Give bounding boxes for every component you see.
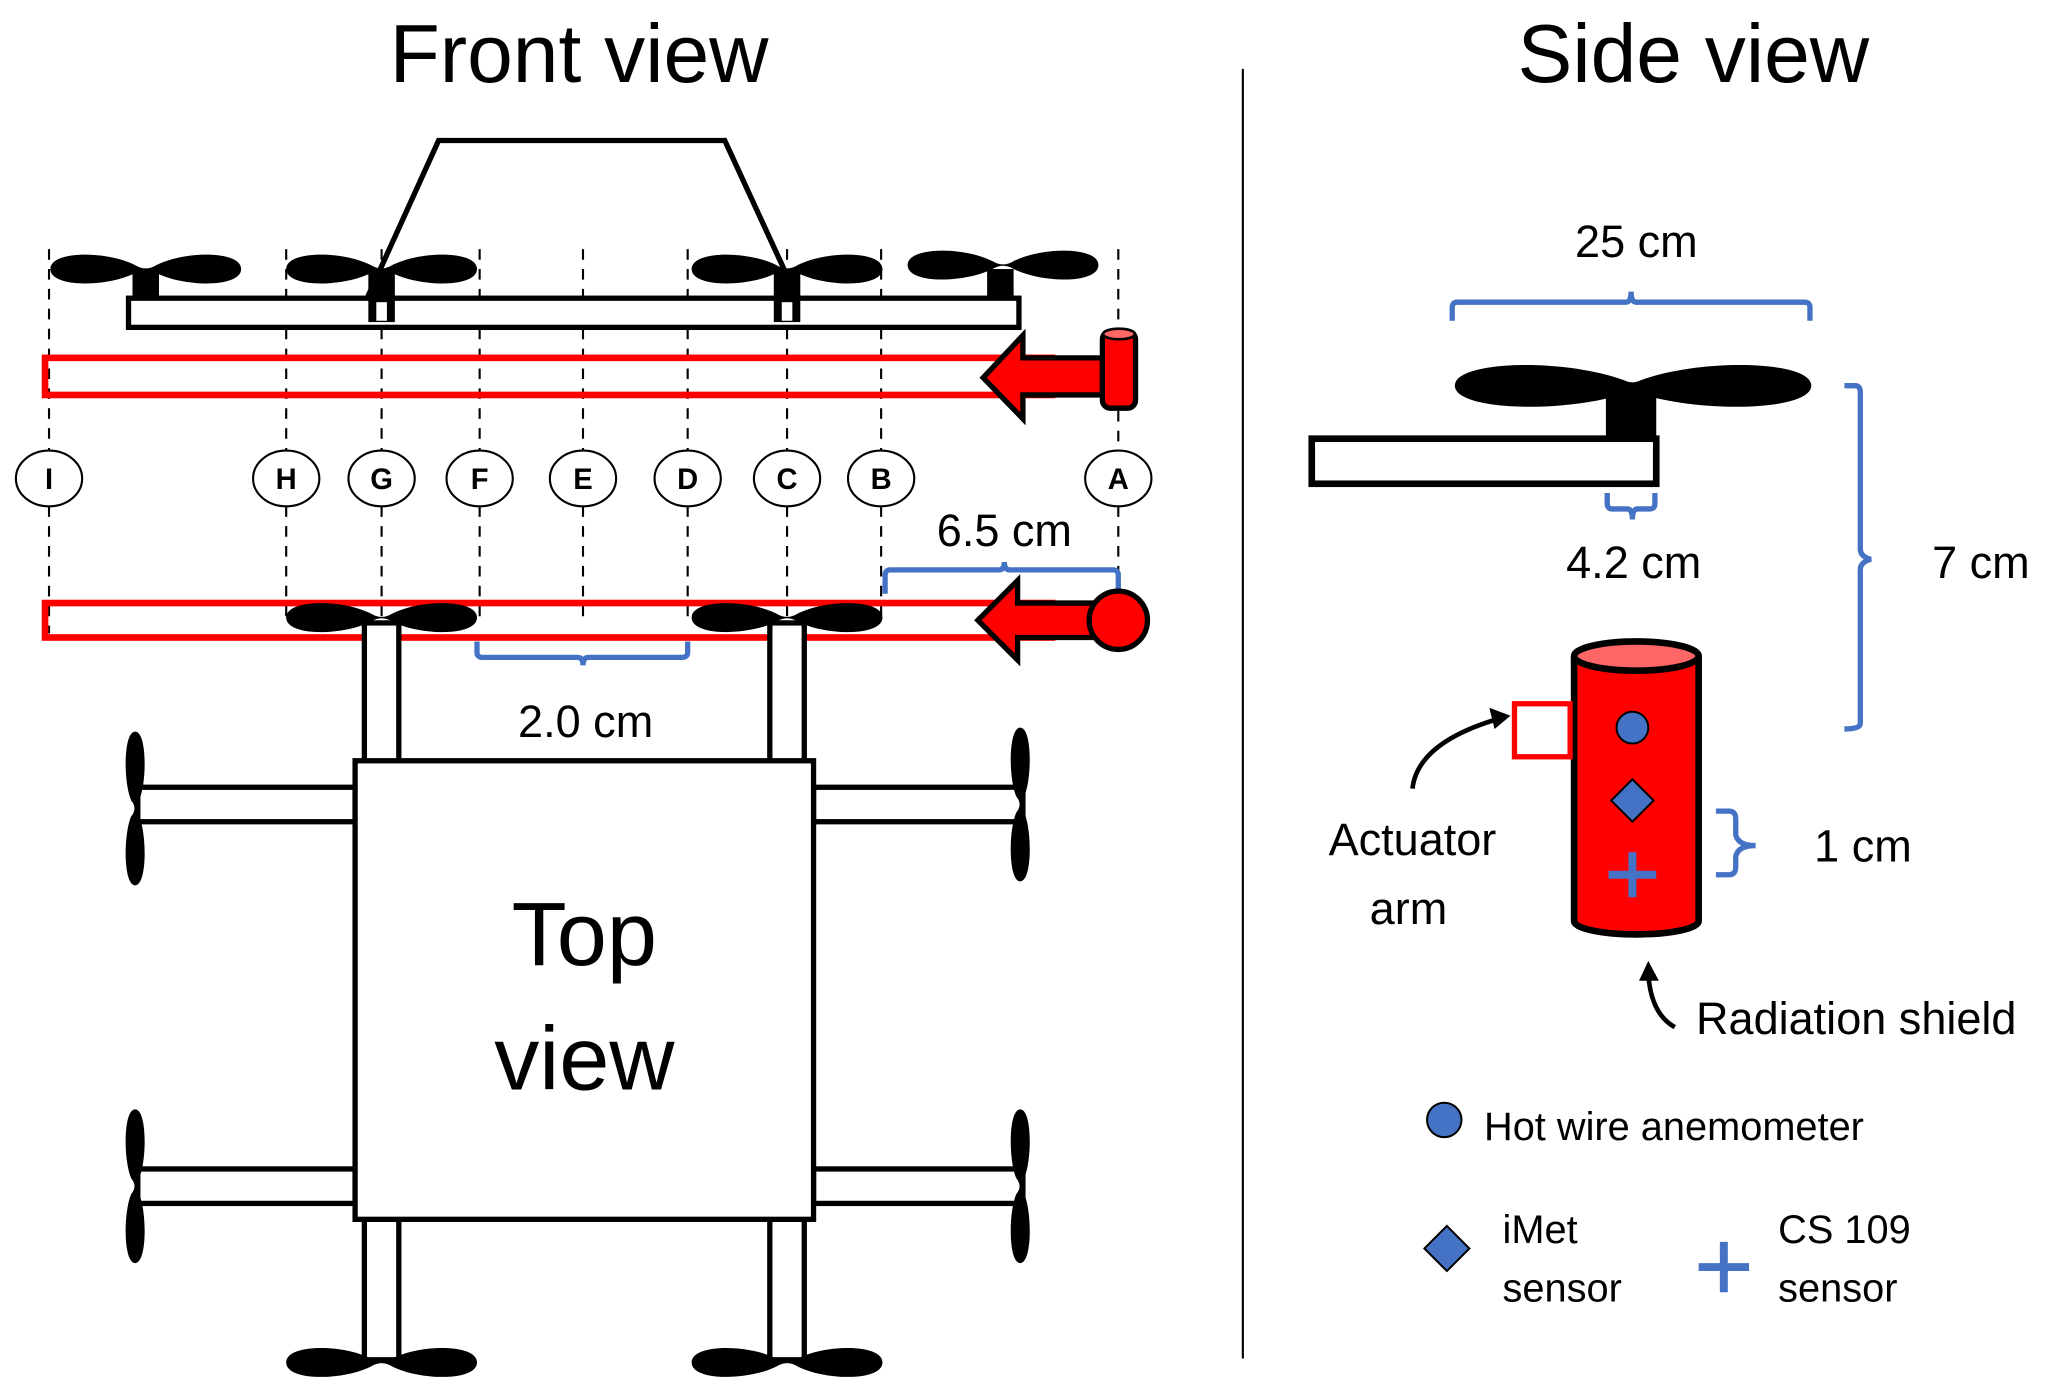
position-marker-i: I [14, 449, 84, 508]
svg-text:F: F [471, 464, 489, 496]
front-view-title: Front view [390, 9, 770, 100]
front-view: I H G F E D C [14, 137, 1153, 747]
svg-text:D: D [677, 464, 698, 496]
drone-body-top [352, 758, 817, 1222]
legend-label: Hot wire anemometer [1484, 1105, 1864, 1149]
legend-item-imet: iMet sensor [1422, 1208, 1622, 1311]
flow-arrow-lower-icon [974, 574, 1103, 667]
plus-icon [1698, 1241, 1749, 1293]
flow-arrow-upper-icon [979, 328, 1106, 426]
sensor-spacing-bracket [1715, 808, 1756, 878]
position-marker-a: A [1084, 449, 1153, 508]
svg-text:H: H [276, 464, 297, 496]
cs109-sensor-icon [1608, 852, 1657, 898]
arm-front-left [361, 620, 402, 767]
shield-pointer-arrow [1645, 973, 1677, 1030]
arm-bracket [1604, 493, 1658, 520]
actuator-arm [1511, 701, 1573, 760]
position-marker-h: H [252, 449, 321, 508]
svg-text:C: C [777, 464, 798, 496]
legend-label-line2: sensor [1503, 1266, 1622, 1310]
svg-text:E: E [573, 464, 592, 496]
span-bracket [1449, 291, 1813, 321]
position-marker-g: G [347, 449, 416, 508]
shield-arrowhead-icon [1639, 960, 1659, 981]
offset-bracket [882, 561, 1121, 594]
motor-3-gap [781, 302, 793, 321]
motor-1 [132, 269, 159, 299]
radiation-shield-lower [1086, 588, 1151, 653]
svg-text:A: A [1108, 464, 1129, 496]
height-dimension-label: 7 cm [1932, 537, 2030, 588]
legend-label-line2: sensor [1778, 1266, 1897, 1310]
arm-rear-right [767, 1216, 807, 1363]
svg-text:B: B [871, 464, 892, 496]
drone-arm-bar [125, 295, 1022, 331]
position-markers: I H G F E D C [14, 449, 1153, 508]
legend-label-line1: iMet [1503, 1208, 1578, 1252]
sample-tube-lower [41, 599, 1056, 641]
span-dimension-label: 25 cm [1575, 216, 1698, 267]
top-view-label-line1: Top [512, 884, 657, 985]
sensor-spacing-label: 1 cm [1814, 820, 1912, 871]
actuator-label-line2: arm [1370, 883, 1448, 934]
position-guides [47, 249, 1120, 634]
side-motor [1605, 387, 1657, 441]
position-marker-d: D [653, 449, 722, 508]
height-bracket [1844, 383, 1872, 732]
hot-wire-sensor-icon [1615, 710, 1650, 745]
motor-4 [987, 269, 1014, 299]
arm-right-upper [810, 784, 1026, 825]
drone-body-outline [352, 137, 812, 326]
side-view-title: Side view [1518, 9, 1870, 100]
sample-tube-upper [41, 354, 1056, 399]
spacing-dimension-label: 2.0 cm [518, 696, 653, 747]
arm-front-right [767, 620, 807, 767]
legend-label-line1: CS 109 [1778, 1208, 1911, 1252]
motor-2-gap [376, 302, 387, 321]
arm-rear-left [361, 1216, 402, 1363]
shield-label: Radiation shield [1696, 993, 2017, 1044]
side-arm [1308, 435, 1660, 488]
actuator-pointer-arrow [1410, 716, 1501, 789]
svg-text:G: G [370, 464, 393, 496]
arm-left-lower [135, 1166, 358, 1207]
legend-item-cs109: CS 109 sensor [1698, 1208, 1911, 1311]
side-view: 25 cm 4.2 cm 7 cm 1 cm Actuator arm [1308, 216, 2030, 1311]
svg-text:I: I [45, 464, 53, 496]
actuator-label-line1: Actuator [1329, 814, 1497, 865]
position-marker-b: B [846, 449, 916, 508]
arm-left-upper [135, 784, 358, 825]
top-view-label-line2: view [494, 1008, 675, 1109]
diamond-icon [1422, 1224, 1471, 1273]
offset-dimension-label: 6.5 cm [937, 505, 1072, 556]
top-view: Top view [125, 620, 1030, 1377]
position-marker-e: E [548, 449, 618, 508]
circle-icon [1426, 1101, 1463, 1139]
spacing-bracket [474, 641, 691, 666]
side-propeller-icon [1454, 365, 1812, 407]
arm-dimension-label: 4.2 cm [1566, 537, 1701, 588]
arm-right-lower [810, 1166, 1026, 1207]
radiation-shield-upper [1099, 327, 1139, 411]
imet-sensor-icon [1609, 777, 1656, 824]
position-marker-f: F [445, 449, 514, 508]
actuator-arrowhead-icon [1489, 707, 1511, 729]
legend-item-hot-wire: Hot wire anemometer [1426, 1101, 1864, 1149]
position-marker-c: C [752, 449, 822, 508]
legend: Hot wire anemometer iMet sensor CS 109 s… [1422, 1101, 1911, 1311]
